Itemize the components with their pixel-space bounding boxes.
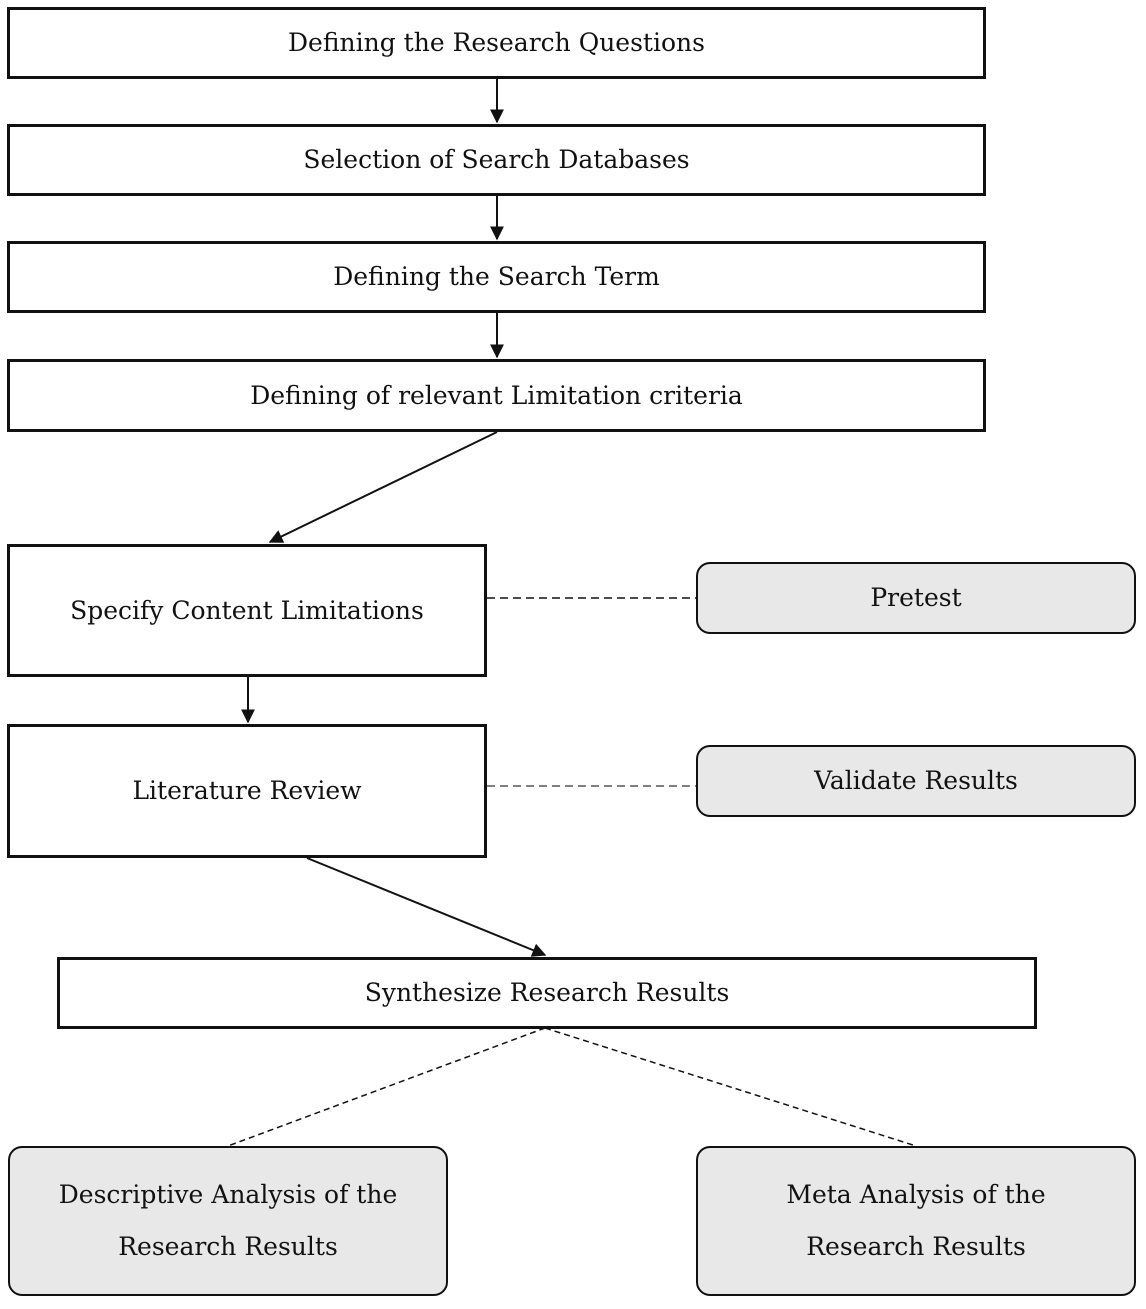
step-search-databases: Selection of Search Databases — [7, 124, 986, 196]
step-research-questions-label: Defining the Research Questions — [288, 28, 705, 57]
side-task-pretest: Pretest — [696, 562, 1136, 634]
step-limitation-criteria-label: Defining of relevant Limitation criteria — [250, 380, 743, 410]
step-literature-review-label: Literature Review — [132, 776, 362, 805]
step-synthesize-results: Synthesize Research Results — [57, 957, 1037, 1029]
outcome-meta-analysis: Meta Analysis of the Research Results — [696, 1146, 1136, 1296]
step-limitation-criteria: Defining of relevant Limitation criteria — [7, 359, 986, 432]
outcome-meta-analysis-label: Meta Analysis of the Research Results — [786, 1180, 1046, 1261]
dashed-link-synthesize-descriptive — [227, 1027, 546, 1147]
arrow-criteria-to-content — [268, 431, 498, 543]
outcome-descriptive-analysis-label: Descriptive Analysis of the Research Res… — [58, 1180, 398, 1261]
outcome-descriptive-analysis: Descriptive Analysis of the Research Res… — [8, 1146, 448, 1296]
step-research-questions: Defining the Research Questions — [7, 7, 986, 79]
step-search-term: Defining the Search Term — [7, 241, 986, 313]
arrow-review-to-synthesize — [306, 857, 547, 957]
side-task-validate-results: Validate Results — [696, 745, 1136, 817]
side-task-pretest-label: Pretest — [870, 583, 962, 612]
step-search-databases-label: Selection of Search Databases — [303, 145, 690, 174]
step-search-term-label: Defining the Search Term — [333, 262, 660, 291]
step-literature-review: Literature Review — [7, 724, 487, 858]
dashed-link-synthesize-meta — [544, 1027, 917, 1147]
step-content-limitations-label: Specify Content Limitations — [70, 595, 424, 625]
step-content-limitations: Specify Content Limitations — [7, 544, 487, 677]
side-task-validate-results-label: Validate Results — [814, 766, 1018, 795]
step-synthesize-results-label: Synthesize Research Results — [364, 978, 730, 1007]
